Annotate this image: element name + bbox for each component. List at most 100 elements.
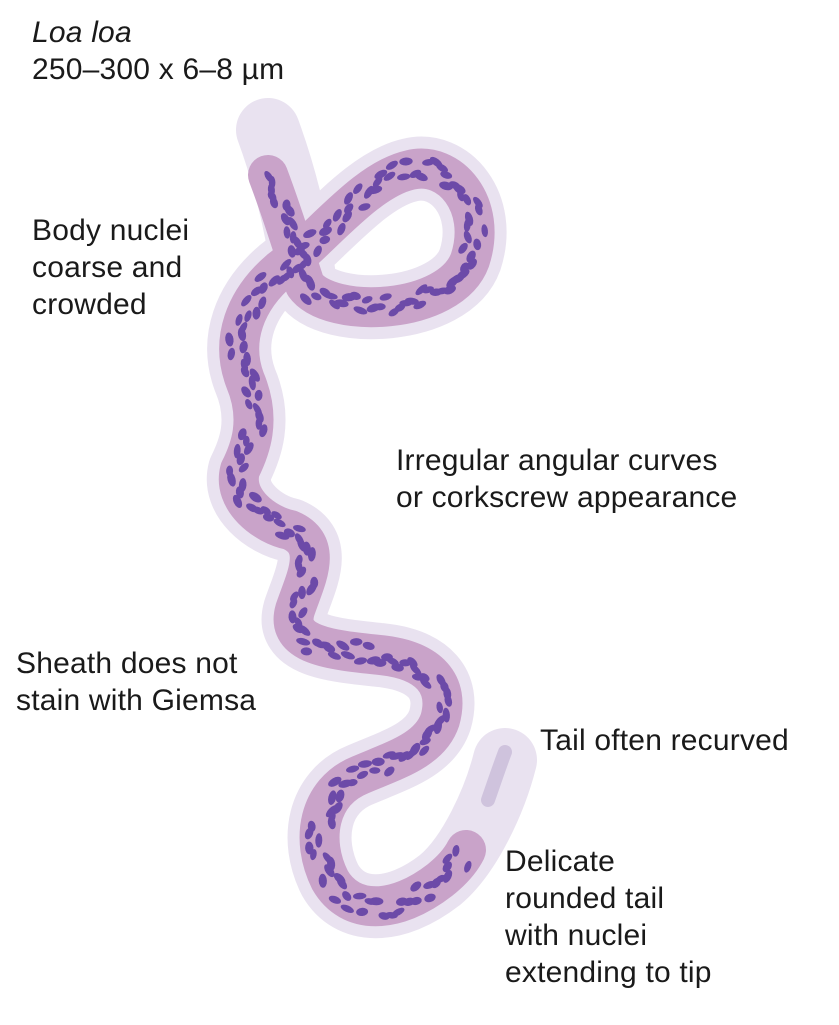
nucleus xyxy=(353,306,368,315)
nucleus xyxy=(353,183,363,194)
nucleus xyxy=(283,528,295,538)
nucleus xyxy=(310,849,317,861)
nucleus xyxy=(241,295,252,307)
nucleus xyxy=(325,805,338,818)
nucleus xyxy=(398,751,410,762)
nucleus xyxy=(252,306,261,320)
nucleus xyxy=(292,263,303,274)
nucleus xyxy=(287,245,296,258)
nucleus xyxy=(240,366,250,378)
nucleus xyxy=(372,176,383,188)
nucleus xyxy=(243,442,254,455)
nucleus xyxy=(409,169,422,179)
nucleus xyxy=(404,297,419,305)
nucleus xyxy=(287,217,298,231)
nucleus xyxy=(303,229,317,239)
nucleus xyxy=(374,169,388,180)
nucleus xyxy=(420,678,432,689)
nucleus xyxy=(280,258,292,271)
nucleus xyxy=(227,471,236,487)
nucleus xyxy=(349,291,361,300)
nucleus xyxy=(429,156,443,168)
nucleus xyxy=(277,274,287,285)
nucleus xyxy=(361,296,373,304)
nucleus xyxy=(353,892,367,900)
nucleus xyxy=(464,211,474,226)
nucleus xyxy=(328,790,337,805)
nucleus xyxy=(236,453,245,466)
nucleus xyxy=(289,598,298,609)
nucleus xyxy=(421,728,433,741)
nucleus xyxy=(433,719,442,735)
label-curves: Irregular angular curves or corkscrew ap… xyxy=(396,444,738,514)
nucleus xyxy=(415,284,428,296)
nucleus xyxy=(371,757,385,767)
nucleus xyxy=(324,864,335,878)
nucleus xyxy=(323,643,336,653)
nucleus xyxy=(307,547,316,562)
nucleus xyxy=(255,416,263,430)
nucleus xyxy=(306,582,317,596)
nucleus xyxy=(293,525,306,533)
nucleus xyxy=(248,375,256,391)
nucleus xyxy=(356,907,369,917)
nucleus xyxy=(379,293,392,301)
nucleus xyxy=(374,303,386,311)
nucleus xyxy=(298,624,311,636)
nucleus xyxy=(362,641,375,650)
nucleus xyxy=(399,157,413,166)
nucleus xyxy=(407,657,418,668)
nucleus xyxy=(369,897,384,906)
nucleus xyxy=(335,789,345,803)
label-sheath: Sheath does not stain with Giemsa xyxy=(16,647,257,717)
nucleus xyxy=(466,250,476,263)
nucleus xyxy=(225,332,234,347)
nucleus xyxy=(442,861,452,873)
nucleus xyxy=(342,891,352,901)
nucleus xyxy=(319,235,331,245)
nucleus xyxy=(313,245,322,258)
nucleus xyxy=(300,647,313,656)
nucleus xyxy=(239,340,248,354)
nucleus xyxy=(306,277,316,291)
nucleus xyxy=(353,657,368,665)
nucleus xyxy=(329,299,340,310)
nucleus xyxy=(299,293,312,305)
nucleus xyxy=(442,853,453,864)
nucleus xyxy=(460,262,470,274)
nucleus xyxy=(440,171,453,179)
nucleus xyxy=(410,881,422,892)
nucleus xyxy=(273,518,286,528)
nucleus xyxy=(337,222,346,236)
nucleus xyxy=(327,816,336,830)
nucleus xyxy=(328,895,342,904)
nucleus xyxy=(344,192,353,205)
nucleus xyxy=(319,226,332,236)
nucleus xyxy=(298,607,308,619)
nucleus xyxy=(342,210,352,223)
nucleus xyxy=(298,585,306,600)
nucleus xyxy=(369,767,381,774)
nucleus xyxy=(327,651,341,660)
nucleus xyxy=(391,663,404,672)
nucleus xyxy=(304,827,314,840)
nucleus xyxy=(318,873,327,888)
nucleus xyxy=(271,511,282,520)
nucleus xyxy=(481,224,488,238)
nucleus xyxy=(249,491,262,503)
nucleus xyxy=(296,637,311,646)
nucleus xyxy=(323,292,338,300)
diagram-title: Loa loa 250–300 x 6–8 µm xyxy=(32,14,284,88)
nucleus xyxy=(356,770,369,779)
nucleus xyxy=(444,695,453,707)
nucleus xyxy=(443,869,453,883)
nucleus xyxy=(296,566,307,578)
nucleus xyxy=(473,196,483,208)
nucleus xyxy=(258,296,267,310)
nucleus xyxy=(259,424,268,438)
nucleus xyxy=(338,779,353,788)
nucleus xyxy=(332,208,342,222)
nucleus xyxy=(238,462,249,473)
nucleus xyxy=(452,844,460,857)
